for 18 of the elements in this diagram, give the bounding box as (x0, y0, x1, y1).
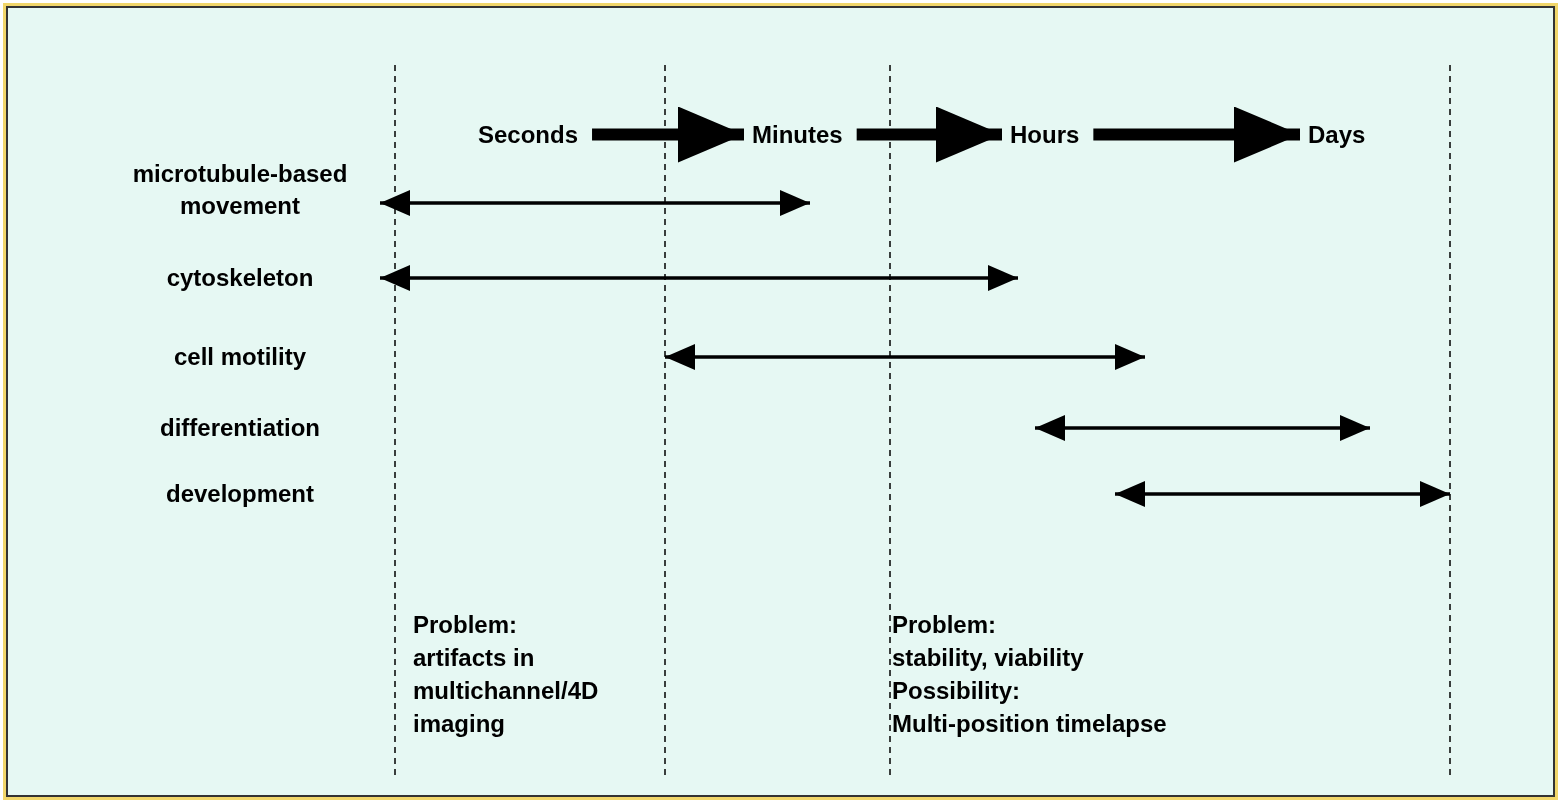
row-label: cytoskeleton (165, 263, 315, 293)
time-label: Days (1308, 118, 1366, 151)
note-heading: Problem: (413, 610, 518, 640)
note-text: stability, viability (892, 643, 1085, 673)
note-text: artifacts in multichannel/4D imaging (413, 643, 600, 739)
row-label: cell motility (172, 342, 307, 372)
time-label: Hours (1010, 118, 1080, 151)
row-label: differentiation (159, 413, 321, 443)
note-text: Multi-position timelapse (892, 709, 1168, 739)
row-label: development (165, 479, 315, 509)
row-label: microtubule-based movement (131, 159, 349, 221)
note-heading: Possibility: (892, 676, 1022, 706)
arrow (592, 106, 744, 163)
arrow (856, 106, 1002, 163)
time-label: Minutes (752, 118, 843, 151)
arrow (1093, 106, 1300, 163)
time-label: Seconds (478, 118, 579, 151)
note-heading: Problem: (892, 610, 997, 640)
